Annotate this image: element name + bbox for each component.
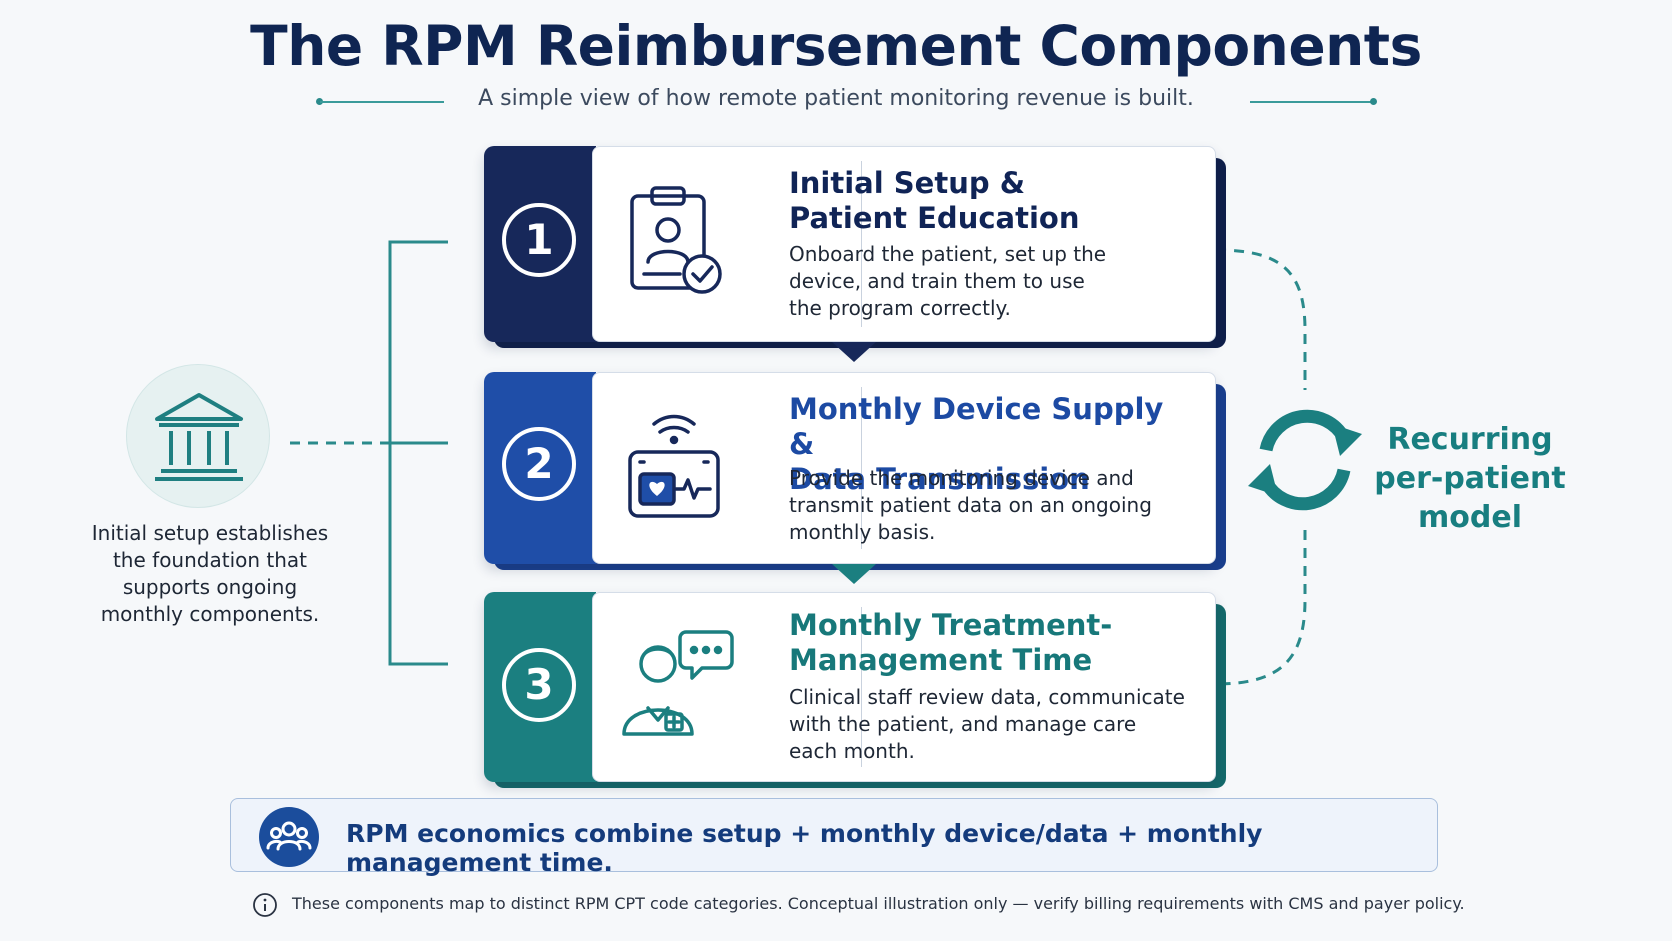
step-1-panel [592,146,1216,342]
refresh-cycle-icon [1248,409,1362,511]
left-note-line: supports ongoing [122,575,298,599]
banner-text: RPM economics combine setup + monthly de… [346,819,1263,877]
summary-banner: RPM economics combine setup + monthly de… [230,798,1438,877]
recurring-line: model [1418,500,1522,535]
step-card-2: 2 Monthly Device Supply & Data Transmiss… [484,372,1216,564]
wifi-monitor-icon [628,414,720,518]
step-1-desc: Onboard the patient, set up the device, … [789,241,1196,322]
clipboard-check-icon [630,186,722,294]
step-3-number: 3 [502,648,576,722]
left-note-line: monthly components. [100,602,320,626]
footnote: These components map to distinct RPM CPT… [292,894,1465,913]
step-1-title: Initial Setup & Patient Education [789,166,1196,236]
recurring-line: Recurring [1387,422,1553,457]
left-note-line: Initial setup establishes [91,521,329,545]
step-3-title-line: Management Time [789,643,1093,677]
page-subtitle: A simple view of how remote patient moni… [478,86,1194,111]
left-note: Initial setup establishes the foundation… [90,520,330,628]
step-card-3: 3 Monthly Treatment- Management Time Cli… [484,592,1216,782]
step-1-pointer [832,342,876,362]
step-1-title-line: Patient Education [789,201,1080,235]
step-1-desc-line: the program correctly. [789,296,1011,320]
subtitle-rule-right [1250,101,1374,103]
step-1-divider [861,161,862,327]
right-dashed-bottom [1215,530,1307,686]
step-1-desc-line: device, and train them to use [789,269,1085,293]
bank-circle [126,364,270,508]
step-2-title-line: Data Transmission [789,462,1090,496]
step-2-panel [592,372,1216,564]
people-group-icon [266,821,312,851]
left-bracket [388,240,448,666]
subtitle-rule-dot-left [316,98,323,105]
step-3-panel [592,592,1216,782]
step-2-pointer [832,564,876,584]
page-title: The RPM Reimbursement Components [250,14,1422,78]
step-3-desc: Clinical staff review data, communicate … [789,684,1196,765]
recurring-label: Recurring per-patient model [1370,420,1570,537]
step-2-desc-line: Provide the monitoring device and [789,466,1134,490]
step-3-divider [861,607,862,767]
subtitle-rule-left [320,101,444,103]
bank-icon [155,393,243,481]
step-2-title: Monthly Device Supply & Data Transmissio… [789,392,1196,497]
info-icon [253,893,277,917]
step-2-desc-line: transmit patient data on an ongoing [789,493,1152,517]
step-3-desc-line: each month. [789,739,915,763]
step-3-title-line: Monthly Treatment- [789,608,1113,642]
step-1-desc-line: Onboard the patient, set up the [789,242,1107,266]
step-2-title-line: Monthly Device Supply & [789,392,1164,461]
banner-icon-circle [259,807,319,867]
step-2-desc-line: monthly basis. [789,520,936,544]
step-1-title-line: Initial Setup & [789,166,1025,200]
left-note-line: the foundation that [112,548,308,572]
subtitle-rule-dot-right [1370,98,1377,105]
recurring-line: per-patient [1374,461,1566,496]
step-2-divider [861,387,862,549]
step-3-title: Monthly Treatment- Management Time [789,608,1196,678]
step-1-number: 1 [502,203,576,277]
step-3-desc-line: Clinical staff review data, communicate [789,685,1185,709]
step-2-desc: Provide the monitoring device and transm… [789,465,1196,546]
clinician-chat-icon [622,630,734,736]
step-card-1: 1 Initial Setup & Patient Education Onbo… [484,146,1216,342]
step-2-number: 2 [502,427,576,501]
step-3-desc-line: with the patient, and manage care [789,712,1137,736]
right-dashed-top [1215,248,1307,390]
